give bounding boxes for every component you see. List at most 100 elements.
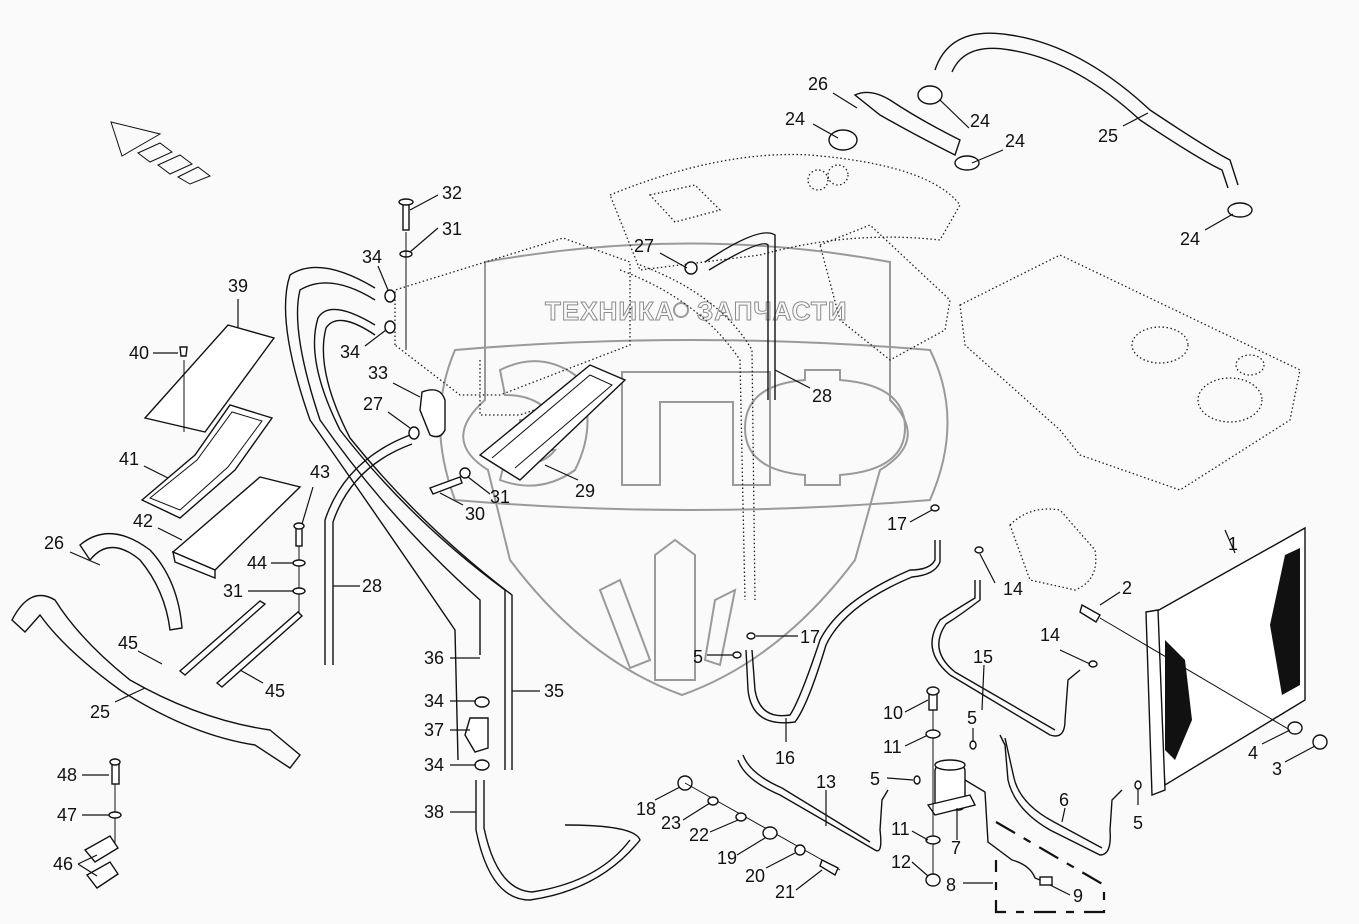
leader-30 [439, 492, 464, 506]
leader-28a [774, 369, 811, 389]
washer-20 [794, 844, 806, 856]
leader-25a [1122, 112, 1149, 127]
callout-25a: 25 [1098, 126, 1118, 146]
callout-25b: 25 [90, 702, 110, 722]
leader-25b [114, 687, 146, 703]
o-ring-17-a [746, 632, 756, 640]
callout-24c: 24 [1005, 131, 1025, 151]
callout-5b: 5 [870, 769, 880, 789]
leader-14a [979, 553, 996, 584]
callout-14b: 14 [1040, 625, 1060, 645]
o-ring-5-d [1134, 780, 1142, 790]
callout-8: 8 [946, 875, 956, 895]
leader-15 [981, 664, 985, 711]
leader-24b [939, 99, 970, 129]
leader-10 [904, 699, 929, 713]
callout-31c: 31 [223, 581, 243, 601]
leader-2 [1099, 591, 1121, 606]
cab-housing-outline [394, 153, 1301, 601]
leader-19 [736, 837, 766, 856]
gear-icon [673, 302, 689, 318]
hose-26-top [853, 91, 961, 156]
washer-44 [292, 559, 306, 567]
callout-12: 12 [891, 852, 911, 872]
bolt-21 [819, 859, 839, 877]
hose-25-top-inner [951, 47, 1229, 189]
duct-bracket [819, 224, 951, 361]
hose-35-outer [313, 308, 506, 770]
gasket-41-inner [149, 411, 263, 511]
hose-36-outer [284, 266, 459, 761]
condenser-side-bracket [1145, 609, 1166, 797]
leader-43 [301, 486, 314, 525]
callout-28a: 28 [812, 386, 832, 406]
condenser [1145, 526, 1306, 797]
grommet-33 [419, 389, 446, 438]
watermark-text-right: ЗАПЧАСТИ [697, 296, 848, 326]
bolt-32-head [398, 198, 414, 206]
duct-line-1 [619, 269, 746, 601]
leader-14b [1059, 649, 1091, 665]
callout-4: 4 [1248, 743, 1258, 763]
line-16 [751, 540, 936, 717]
leader-26b [69, 551, 101, 566]
washer-4 [1287, 721, 1303, 735]
screw-40 [179, 346, 188, 357]
leader-20 [765, 852, 796, 869]
callout-5a: 5 [693, 647, 703, 667]
hose-25-left [11, 594, 301, 769]
bolt-43-head [293, 522, 305, 530]
hose-35-inner [322, 319, 513, 770]
callout-21: 21 [775, 882, 795, 902]
callout-24d: 24 [1180, 229, 1200, 249]
roof-panel-outline [959, 254, 1301, 491]
o-ring-14-b [1088, 660, 1098, 668]
leader-24c [971, 149, 1004, 164]
callout-7: 7 [951, 838, 961, 858]
callout-26b: 26 [44, 533, 64, 553]
callout-9: 9 [1073, 886, 1083, 906]
callout-5d: 5 [1133, 813, 1143, 833]
leader-45b [239, 669, 264, 684]
callout-32: 32 [442, 183, 462, 203]
callout-34c: 34 [424, 691, 444, 711]
dashboard-panel [648, 184, 722, 223]
watermark-letter-f [743, 369, 907, 486]
callout-39: 39 [228, 276, 248, 296]
forward-direction-arrow [110, 121, 212, 185]
callout-15: 15 [973, 647, 993, 667]
hose-28-left-outer [324, 434, 411, 665]
leader-45a [137, 650, 163, 665]
tee-fitting-37 [464, 717, 489, 753]
line-13-inner [742, 754, 871, 843]
callout-43: 43 [310, 462, 330, 482]
callout-31b: 31 [490, 487, 510, 507]
filter-42-front [172, 550, 216, 580]
hose-28-top-outer [704, 232, 776, 400]
callout-26a: 26 [808, 74, 828, 94]
callout-44: 44 [247, 553, 267, 573]
leader-34b [364, 329, 387, 347]
bolt-48-head [109, 758, 121, 766]
leader-22 [709, 819, 739, 833]
callout-14a: 14 [1003, 579, 1023, 599]
clamp-24-c [954, 155, 980, 171]
washer-31-low [292, 587, 306, 595]
o-ring-5-a [732, 651, 742, 659]
callout-20: 20 [745, 866, 765, 886]
watermark-wheat [598, 538, 737, 681]
callout-34a: 34 [362, 247, 382, 267]
leader-41 [143, 465, 169, 479]
callout-3: 3 [1272, 759, 1282, 779]
callout-labels: 1 2 3 4 5 5 5 5 6 7 8 9 10 11 11 12 13 1… [44, 74, 1282, 906]
leader-46b [77, 863, 98, 877]
heater-box-outline [394, 237, 631, 396]
hose-26-left [79, 533, 183, 631]
leader-32 [409, 194, 439, 211]
dashboard-top-outline [609, 153, 961, 271]
bolt-30 [429, 476, 463, 495]
leader-27a [659, 252, 688, 269]
leader-23 [682, 802, 711, 821]
callout-37: 37 [424, 720, 444, 740]
